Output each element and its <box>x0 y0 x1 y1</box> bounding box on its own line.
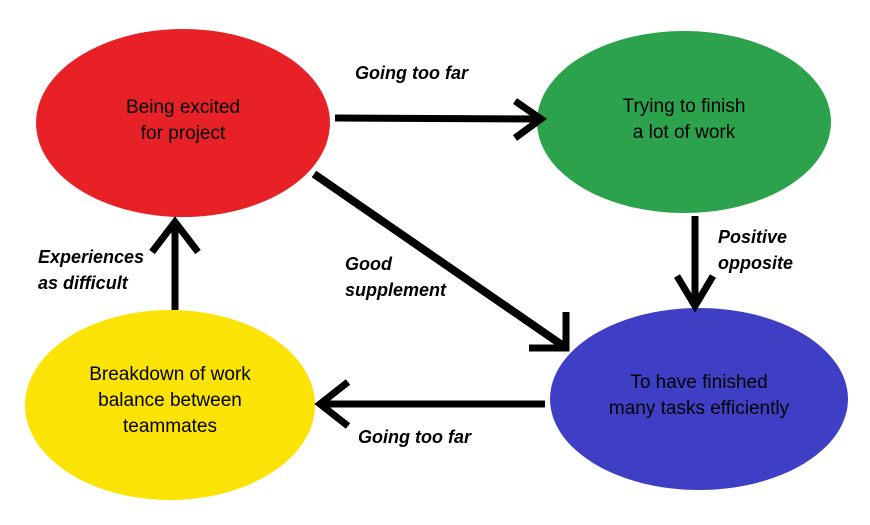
node-shape-breakdown[interactable] <box>25 310 315 500</box>
edge-arrow-excited-to-finished-tasks <box>311 170 570 352</box>
edge-label-excited-to-finish-work: Going too far <box>355 63 468 83</box>
edge-label-finished-tasks-to-breakdown: Going too far <box>358 427 471 447</box>
edge-label-finish-work-to-finished-tasks: Positive opposite <box>718 227 793 274</box>
node-shape-finished-tasks[interactable] <box>550 308 848 490</box>
node-shape-finish-work[interactable] <box>537 31 831 213</box>
node-shape-excited[interactable] <box>36 29 330 217</box>
edge-arrow-finished-tasks-to-breakdown <box>314 379 545 429</box>
edge-label-excited-to-finished-tasks: Good supplement <box>345 254 447 301</box>
edge-arrow-excited-to-finish-work <box>334 98 548 141</box>
edge-arrow-finish-work-to-finished-tasks <box>673 216 717 313</box>
edge-arrow-breakdown-to-excited <box>149 216 201 310</box>
edge-label-breakdown-to-excited: Experiences as difficult <box>38 247 145 294</box>
